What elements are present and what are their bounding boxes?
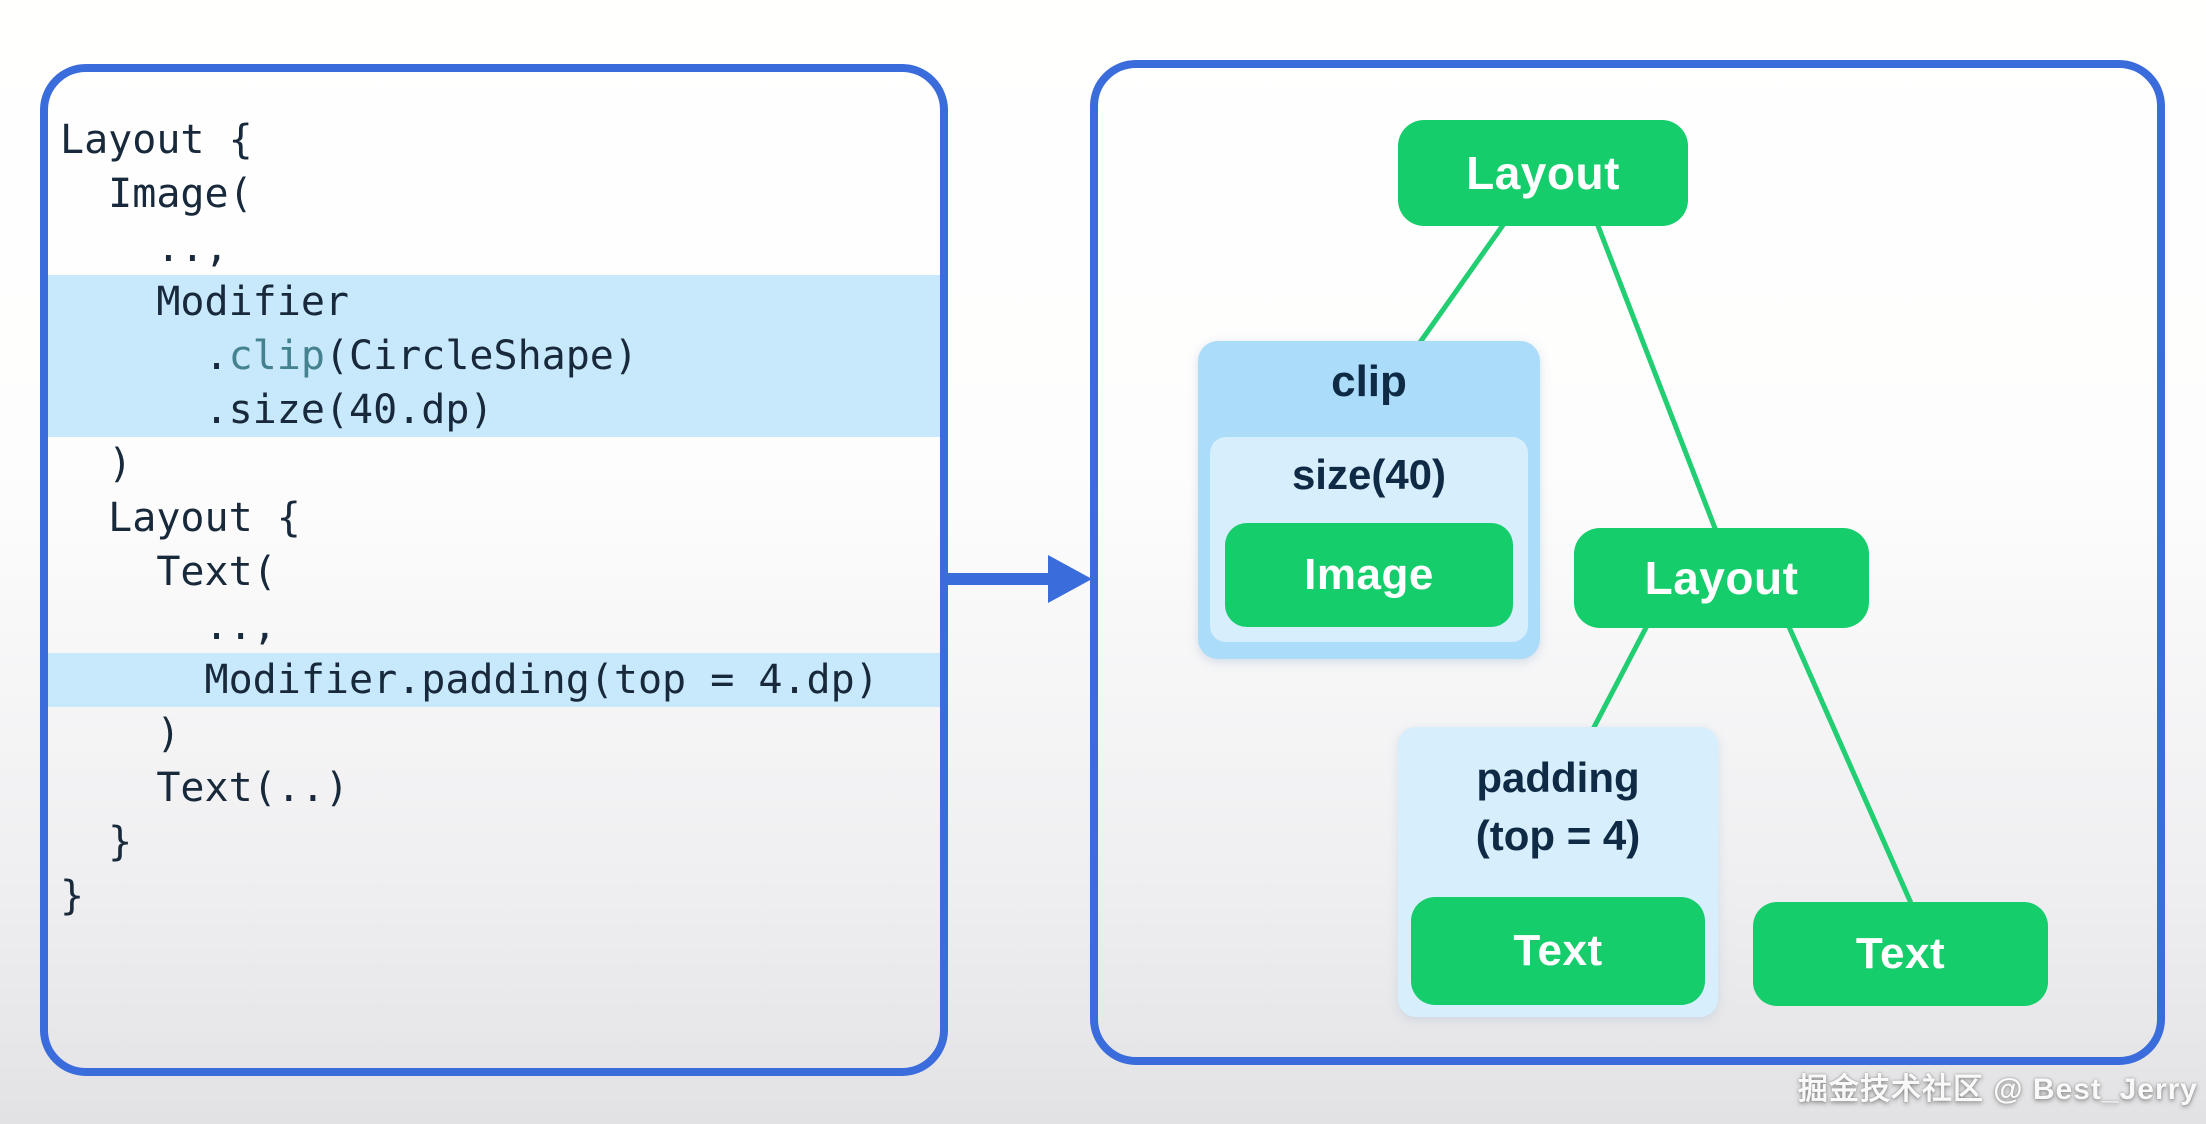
code-segment: ) xyxy=(60,711,181,757)
code-line: Text( xyxy=(48,545,940,599)
tree-edges xyxy=(1413,215,1917,913)
code-line: Modifier.padding(top = 4.dp) xyxy=(48,653,940,707)
code-segment: } xyxy=(60,873,85,919)
code-panel: Layout { Image( .., Modifier .clip(Circl… xyxy=(40,64,948,1076)
code-line: } xyxy=(48,869,940,923)
code-segment: .., xyxy=(60,225,229,271)
code-line: Modifier xyxy=(48,275,940,329)
code-block: Layout { Image( .., Modifier .clip(Circl… xyxy=(48,113,940,923)
padding-label: padding (top = 4) xyxy=(1398,749,1718,865)
tree-container-padding: padding (top = 4) Text xyxy=(1398,727,1718,1017)
tree-node-layout-root: Layout xyxy=(1398,120,1688,226)
code-line: Text(..) xyxy=(48,761,940,815)
code-segment: Layout { xyxy=(60,495,301,541)
code-segment: Text(..) xyxy=(60,765,349,811)
code-segment: . xyxy=(60,333,229,379)
edge-layout2-to-text2 xyxy=(1783,617,1917,913)
code-segment: Modifier xyxy=(60,279,349,325)
code-line: .clip(CircleShape) xyxy=(48,329,940,383)
size-label: size(40) xyxy=(1291,451,1447,498)
tree-container-size: size(40) Image xyxy=(1210,437,1528,642)
code-segment: (CircleShape) xyxy=(324,333,638,379)
code-segment: .size(40.dp) xyxy=(60,387,494,433)
code-line: Layout { xyxy=(48,491,940,545)
tree-container-clip: clip size(40) Image xyxy=(1198,341,1540,659)
tree-node-layout-child: Layout xyxy=(1574,528,1869,628)
code-segment: Text( xyxy=(60,549,277,595)
tree-node-image: Image xyxy=(1225,523,1513,627)
code-segment: Image( xyxy=(60,171,253,217)
tree-node-text-second: Text xyxy=(1753,902,2048,1006)
flow-arrow-shaft xyxy=(946,573,1056,585)
code-line: ) xyxy=(48,437,940,491)
code-line: ) xyxy=(48,707,940,761)
edge-root-to-clip xyxy=(1413,215,1511,351)
tree-node-text-first: Text xyxy=(1411,897,1705,1005)
code-segment: Modifier.padding(top = 4.dp) xyxy=(60,657,879,703)
code-segment: ) xyxy=(60,441,133,487)
code-segment: Layout { xyxy=(60,117,253,163)
code-line: .size(40.dp) xyxy=(48,383,940,437)
code-line: .., xyxy=(48,599,940,653)
code-segment: } xyxy=(60,819,133,865)
watermark: 掘金技术社区 @ Best_Jerry xyxy=(1797,1073,2198,1106)
edge-root-to-layout2 xyxy=(1592,215,1721,539)
padding-label-line2: (top = 4) xyxy=(1475,812,1641,859)
code-line: .., xyxy=(48,221,940,275)
code-line: } xyxy=(48,815,940,869)
code-line: Layout { xyxy=(48,113,940,167)
tree-panel: Layout clip size(40) Image Layout paddin… xyxy=(1090,60,2165,1065)
clip-label: clip xyxy=(1331,357,1407,406)
code-segment: clip xyxy=(228,333,325,379)
code-line: Image( xyxy=(48,167,940,221)
padding-label-line1: padding xyxy=(1476,754,1640,801)
code-segment: .., xyxy=(60,603,277,649)
edge-layout2-to-padding xyxy=(1588,617,1653,736)
flow-arrow-head-icon xyxy=(1048,555,1092,603)
